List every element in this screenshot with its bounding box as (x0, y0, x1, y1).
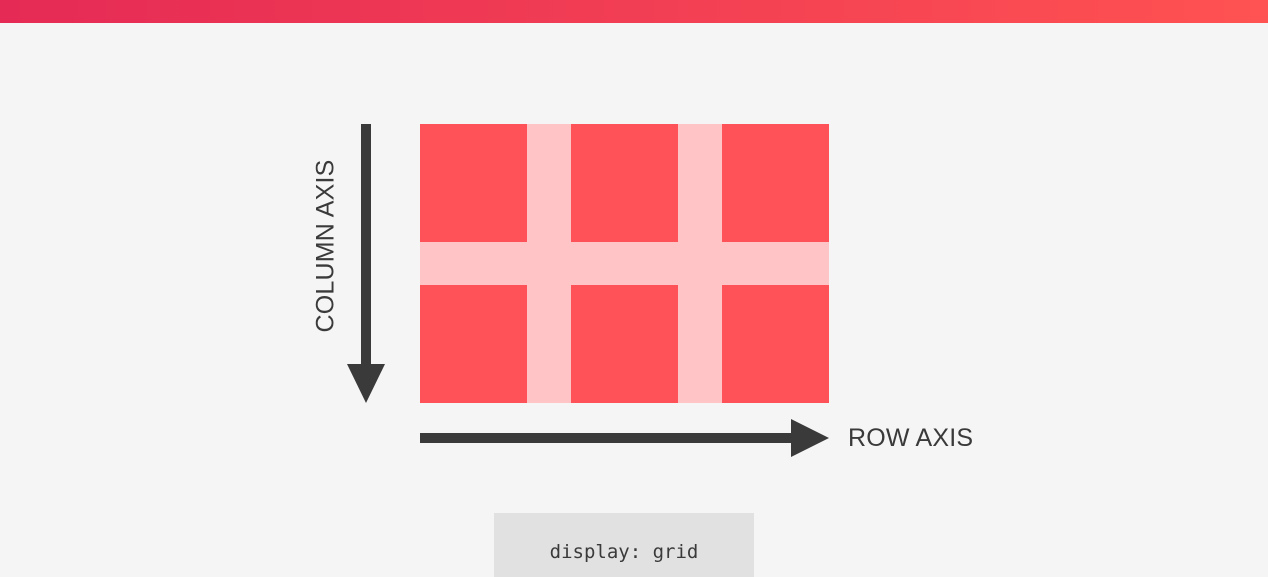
column-axis-label: COLUMN AXIS (311, 159, 340, 333)
code-snippet-box: display: grid (494, 513, 754, 577)
grid-item (420, 285, 527, 403)
grid-item (571, 285, 678, 403)
top-accent-bar (0, 0, 1268, 23)
grid-container (420, 124, 829, 403)
code-snippet: display: grid (549, 541, 699, 563)
grid-item (420, 124, 527, 242)
grid-item (571, 124, 678, 242)
grid-item (722, 124, 829, 242)
grid-item (722, 285, 829, 403)
row-axis-label: ROW AXIS (848, 424, 974, 452)
column-axis-arrow (347, 124, 385, 403)
row-axis-arrow (420, 419, 829, 457)
